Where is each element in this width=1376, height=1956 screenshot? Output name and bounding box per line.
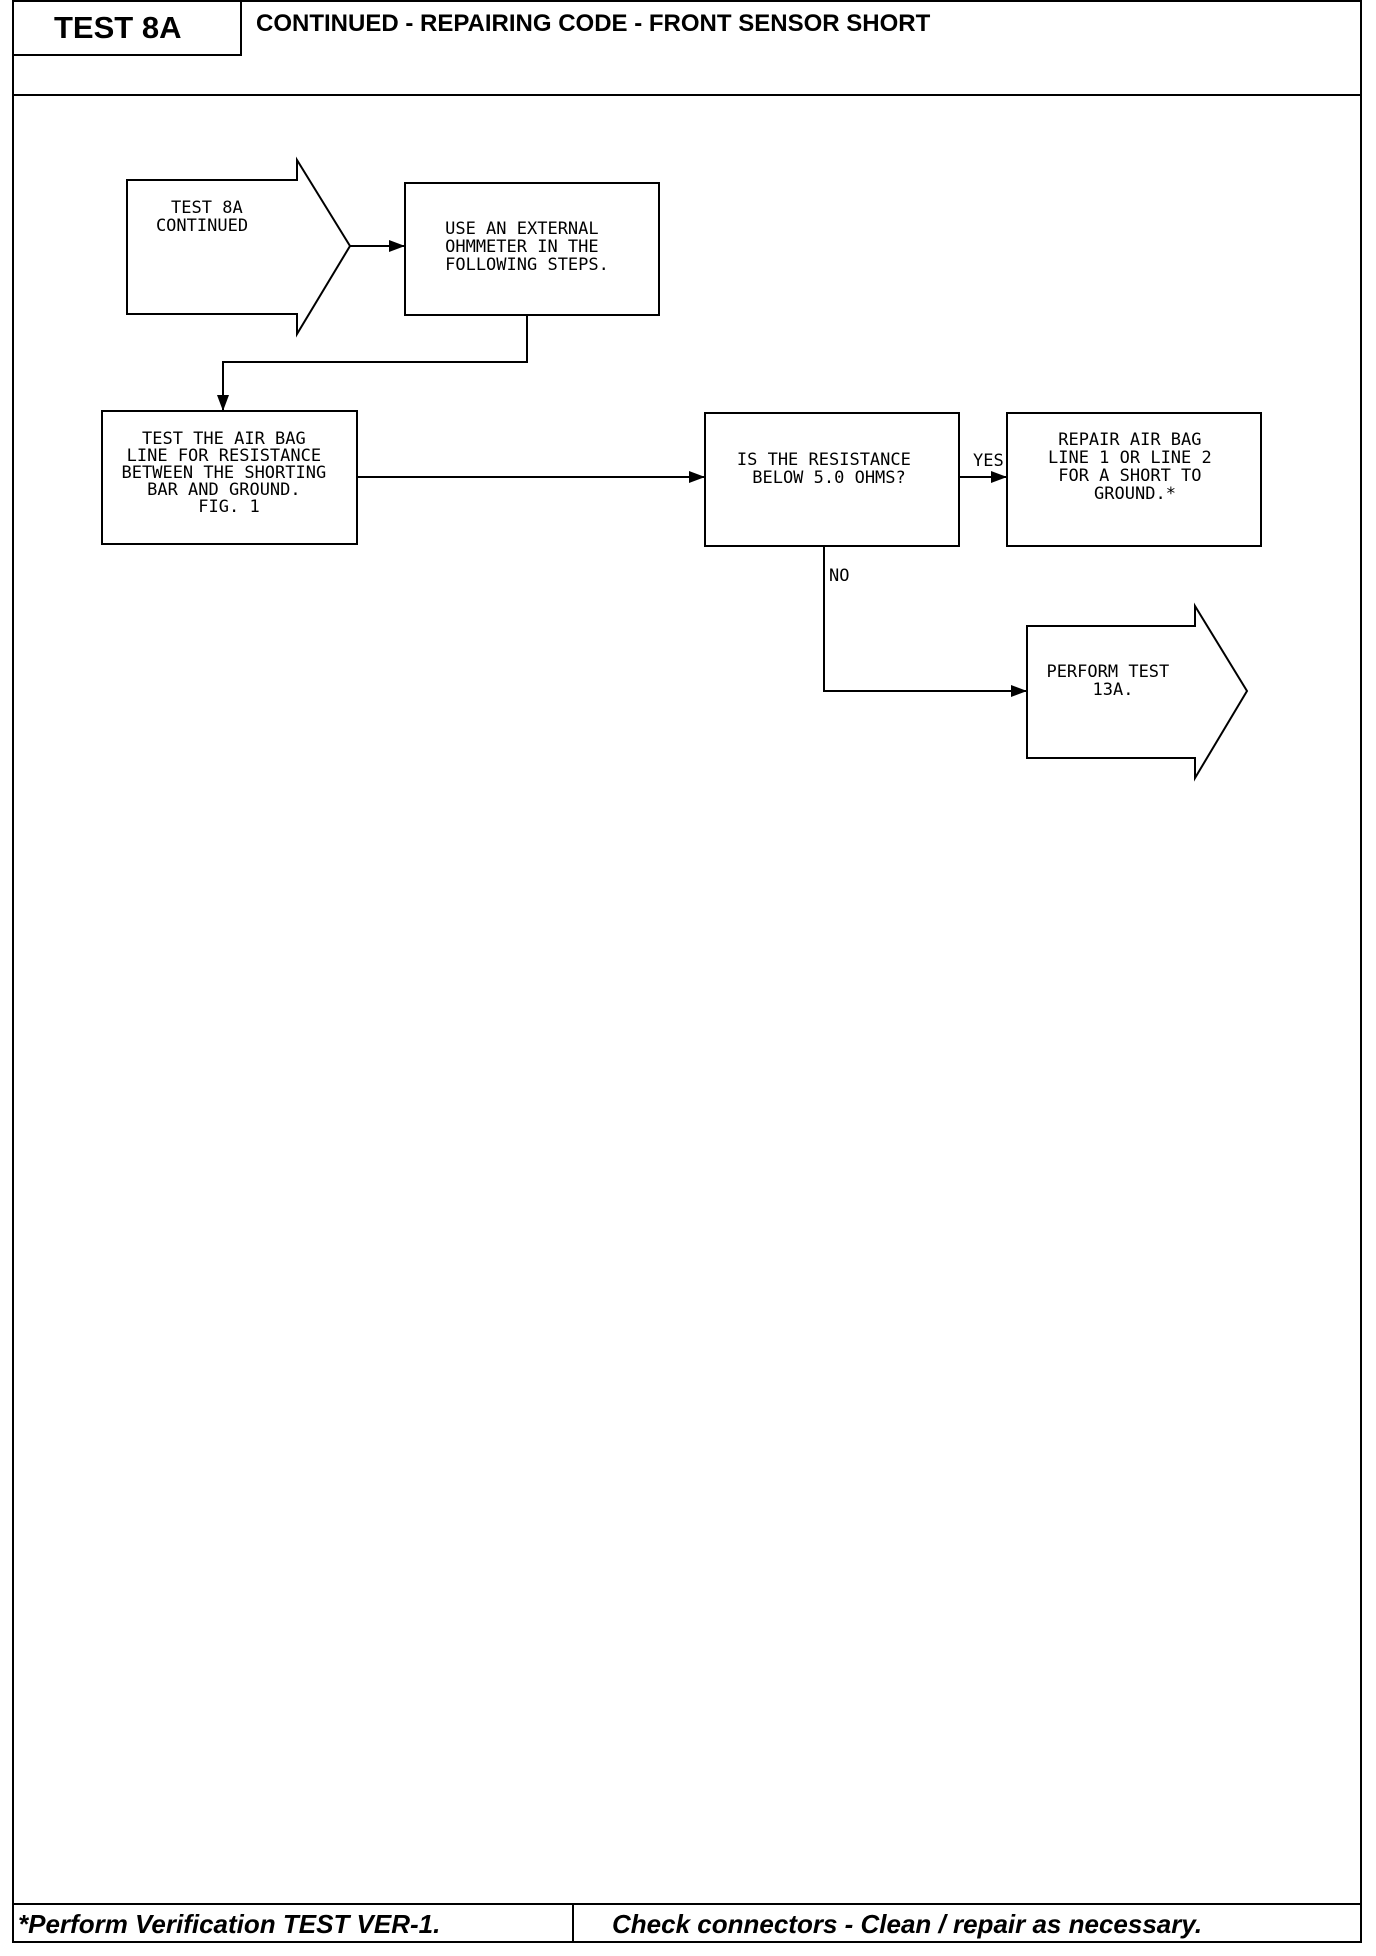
perform-arrow-node: PERFORM TEST 13A. [1026, 602, 1249, 782]
test-line-line-3: BETWEEN THE SHORTING [122, 463, 327, 483]
start-line-1: TEST 8A [171, 198, 243, 218]
footer: *Perform Verification TEST VER-1. Check … [12, 1903, 1362, 1943]
repair-line-4: GROUND.* [1094, 484, 1176, 504]
yes-label: YES [973, 451, 1004, 471]
test-id: TEST 8A [12, 0, 242, 56]
page-frame [12, 0, 1362, 1943]
repair-line-1: REPAIR AIR BAG [1058, 430, 1201, 450]
footer-verification-note: *Perform Verification TEST VER-1. [12, 1905, 574, 1943]
repair-node: REPAIR AIR BAG LINE 1 OR LINE 2 FOR A SH… [1006, 412, 1262, 547]
use-ohmmeter-line-3: FOLLOWING STEPS. [445, 255, 609, 275]
decision-node: IS THE RESISTANCE BELOW 5.0 OHMS? [704, 412, 960, 547]
test-line-line-4: BAR AND GROUND. [147, 480, 301, 500]
test-line-node: TEST THE AIR BAG LINE FOR RESISTANCE BET… [101, 410, 358, 545]
connector-decision-to-perform: NO [823, 546, 1027, 697]
use-ohmmeter-text: USE AN EXTERNAL OHMMETER IN THE FOLLOWIN… [445, 219, 609, 275]
test-line-text: TEST THE AIR BAG LINE FOR RESISTANCE BET… [122, 429, 337, 517]
repair-line-3: FOR A SHORT TO [1058, 466, 1201, 486]
start-arrow-node: TEST 8A CONTINUED [126, 156, 352, 338]
perform-line-1: PERFORM TEST [1046, 662, 1169, 682]
decision-line-2: BELOW 5.0 OHMS? [752, 468, 906, 488]
use-ohmmeter-node: USE AN EXTERNAL OHMMETER IN THE FOLLOWIN… [404, 182, 660, 316]
repair-line-2: LINE 1 OR LINE 2 [1048, 448, 1212, 468]
no-label: NO [829, 566, 849, 586]
test-line-line-5: FIG. 1 [198, 497, 259, 517]
start-line-2: CONTINUED [156, 216, 248, 236]
decision-line-1: IS THE RESISTANCE [737, 450, 911, 470]
decision-text: IS THE RESISTANCE BELOW 5.0 OHMS? [737, 450, 921, 488]
footer-connectors-note: Check connectors - Clean / repair as nec… [612, 1909, 1203, 1939]
page-title: CONTINUED - REPAIRING CODE - FRONT SENSO… [256, 10, 931, 37]
connector-ohmmeter-to-test-line [217, 315, 528, 411]
start-node-text: TEST 8A CONTINUED [156, 198, 253, 236]
connector-decision-to-repair: YES [959, 451, 1007, 483]
use-ohmmeter-line-2: OHMMETER IN THE [445, 237, 599, 257]
header: TEST 8A CONTINUED - REPAIRING CODE - FRO… [12, 0, 1362, 96]
use-ohmmeter-line-1: USE AN EXTERNAL [445, 219, 599, 239]
test-line-line-1: TEST THE AIR BAG [142, 429, 306, 449]
repair-text: REPAIR AIR BAG LINE 1 OR LINE 2 FOR A SH… [1048, 430, 1222, 504]
test-line-line-2: LINE FOR RESISTANCE [127, 446, 321, 466]
perform-line-2: 13A. [1093, 680, 1134, 700]
perform-text: PERFORM TEST 13A. [1046, 662, 1179, 700]
